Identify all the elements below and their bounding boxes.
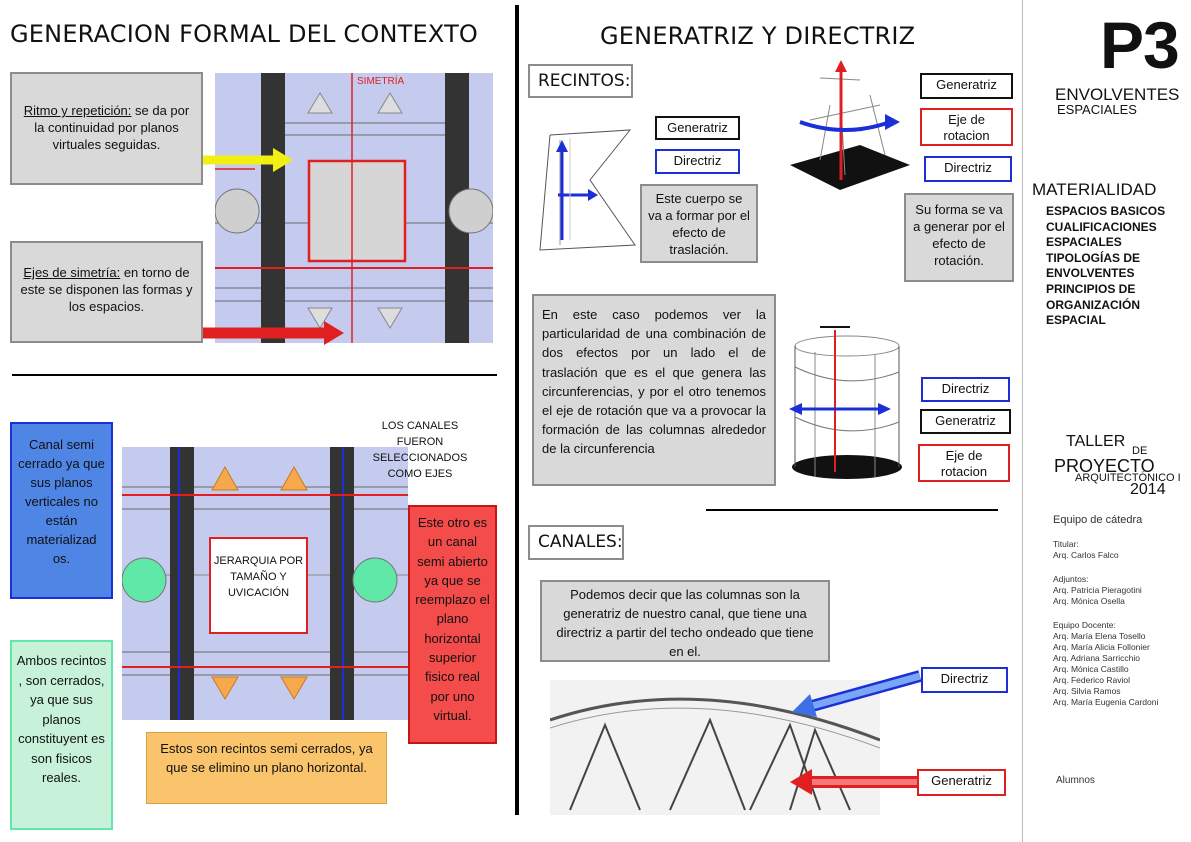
eje-rotacion-label-1: Eje de rotacion <box>920 108 1013 146</box>
adjunto-name: Arq. Mónica Osella <box>1053 596 1125 606</box>
canal-semi-box: Canal semi cerrado ya que sus planos ver… <box>10 422 113 599</box>
arrow-red-icon <box>188 321 344 345</box>
columnas-box: Podemos decir que las columnas son la ge… <box>540 580 830 662</box>
caso-box: En este caso podemos ver la particularid… <box>532 294 776 486</box>
translation-sketch <box>539 129 636 251</box>
directriz-label-4: Directriz <box>921 667 1008 693</box>
ejes-head: Ejes de simetría: <box>23 265 121 280</box>
equipo-label: Equipo de cátedra <box>1053 514 1143 526</box>
arquitectonico-label: ARQUITECTÓNICO I <box>1075 472 1181 484</box>
plan-drawing-top <box>215 73 493 343</box>
middle-divider <box>706 509 998 511</box>
directriz-label-3: Directriz <box>921 377 1010 402</box>
ejes-text: en torno de este se disponen las formas … <box>20 265 193 314</box>
topic-item: PRINCIPIOS DE <box>1046 281 1136 296</box>
ambos-box: Ambos recintos , son cerrados, ya que su… <box>10 640 113 830</box>
topic-item: CUALIFICACIONES <box>1046 219 1157 234</box>
generatriz-label-1: Generatriz <box>655 116 740 140</box>
ritmo-text: se da por la continuidad por planos virt… <box>34 103 190 152</box>
canales-ejes-label: LOS CANALES FUERON SELECCIONADOS COMO EJ… <box>372 420 468 480</box>
middle-title: GENERATRIZ Y DIRECTRIZ <box>600 22 916 50</box>
docente-name: Arq. María Alicia Follonier <box>1053 642 1150 652</box>
forma-box: Su forma se va a generar por el efecto d… <box>904 193 1014 282</box>
titular-label: Titular: <box>1053 539 1079 549</box>
de-label: DE <box>1132 445 1148 457</box>
directriz-label-2: Directriz <box>924 156 1012 182</box>
adjuntos-label: Adjuntos: <box>1053 574 1089 584</box>
docente-name: Arq. Silvia Ramos <box>1053 686 1121 696</box>
docente-name: Arq. María Elena Tosello <box>1053 631 1146 641</box>
recintos-box: RECINTOS: <box>528 64 633 98</box>
directriz-label-1: Directriz <box>655 149 740 174</box>
titular-name: Arq. Carlos Falco <box>1053 550 1119 560</box>
espaciales-title: ESPACIALES <box>1057 102 1137 117</box>
docente-name: Arq. Federico Raviol <box>1053 675 1131 685</box>
cylinder-sketch <box>789 326 902 479</box>
generatriz-label-2: Generatriz <box>920 73 1013 99</box>
ritmo-head: Ritmo y repetición: <box>23 103 132 118</box>
simetria-label: SIMETRÍA <box>357 76 405 87</box>
generatriz-label-3: Generatriz <box>920 409 1011 434</box>
left-divider <box>12 374 497 376</box>
taller-label: TALLER <box>1066 433 1126 450</box>
cuerpo-box: Este cuerpo se va a formar por el efecto… <box>640 184 758 263</box>
topics-list: ESPACIOS BASICOS CUALIFICACIONES ESPACIA… <box>1046 204 1191 329</box>
docente-name: Arq. Mónica Castillo <box>1053 664 1129 674</box>
topic-item: TIPOLOGÍAS DE <box>1046 250 1141 265</box>
ejes-box: Ejes de simetría: en torno de este se di… <box>10 241 203 343</box>
alumnos-label: Alumnos <box>1056 775 1095 786</box>
envolventes-title: ENVOLVENTES <box>1055 85 1180 104</box>
topic-item: ESPACIOS BASICOS <box>1046 204 1166 218</box>
directriz-arrow-icon <box>792 670 922 717</box>
topic-item: ESPACIALES <box>1046 235 1122 250</box>
p3-logo: P3 <box>1100 8 1180 82</box>
docente-name: Arq. María Eugenia Cardoni <box>1053 697 1159 707</box>
docente-label: Equipo Docente: <box>1053 620 1116 630</box>
left-title: GENERACION FORMAL DEL CONTEXTO <box>10 20 479 48</box>
column-divider <box>515 5 519 815</box>
generatriz-label-4: Generatriz <box>917 769 1006 796</box>
year-label: 2014 <box>1130 481 1166 498</box>
topic-item: ORGANIZACIÓN <box>1046 297 1140 312</box>
right-divider <box>1022 0 1023 842</box>
otro-canal-box: Este otro es un canal semi abierto ya qu… <box>408 505 497 744</box>
generatriz-arrow-icon <box>790 769 921 795</box>
topic-item: ESPACIAL <box>1046 313 1106 328</box>
jerarquia-box: JERARQUIA POR TAMAÑO Y UVICACIÓN <box>209 537 308 634</box>
adjunto-name: Arq. Patricia Pieragotini <box>1053 585 1142 595</box>
rotation-sketch <box>790 60 910 190</box>
topic-item: ENVOLVENTES <box>1046 266 1135 281</box>
eje-rotacion-label-2: Eje de rotacion <box>918 444 1010 482</box>
materialidad-title: MATERIALIDAD <box>1032 180 1157 199</box>
staff-list: Titular: Arq. Carlos Falco Adjuntos: Arq… <box>1053 539 1158 708</box>
docente-name: Arq. Adriana Sarricchio <box>1053 653 1140 663</box>
estos-box: Estos son recintos semi cerrados, ya que… <box>146 732 387 804</box>
proyecto-label: PROYECTO <box>1054 456 1155 476</box>
ritmo-box: Ritmo y repetición: se da por la continu… <box>10 72 203 185</box>
canales-box: CANALES: <box>528 525 624 560</box>
